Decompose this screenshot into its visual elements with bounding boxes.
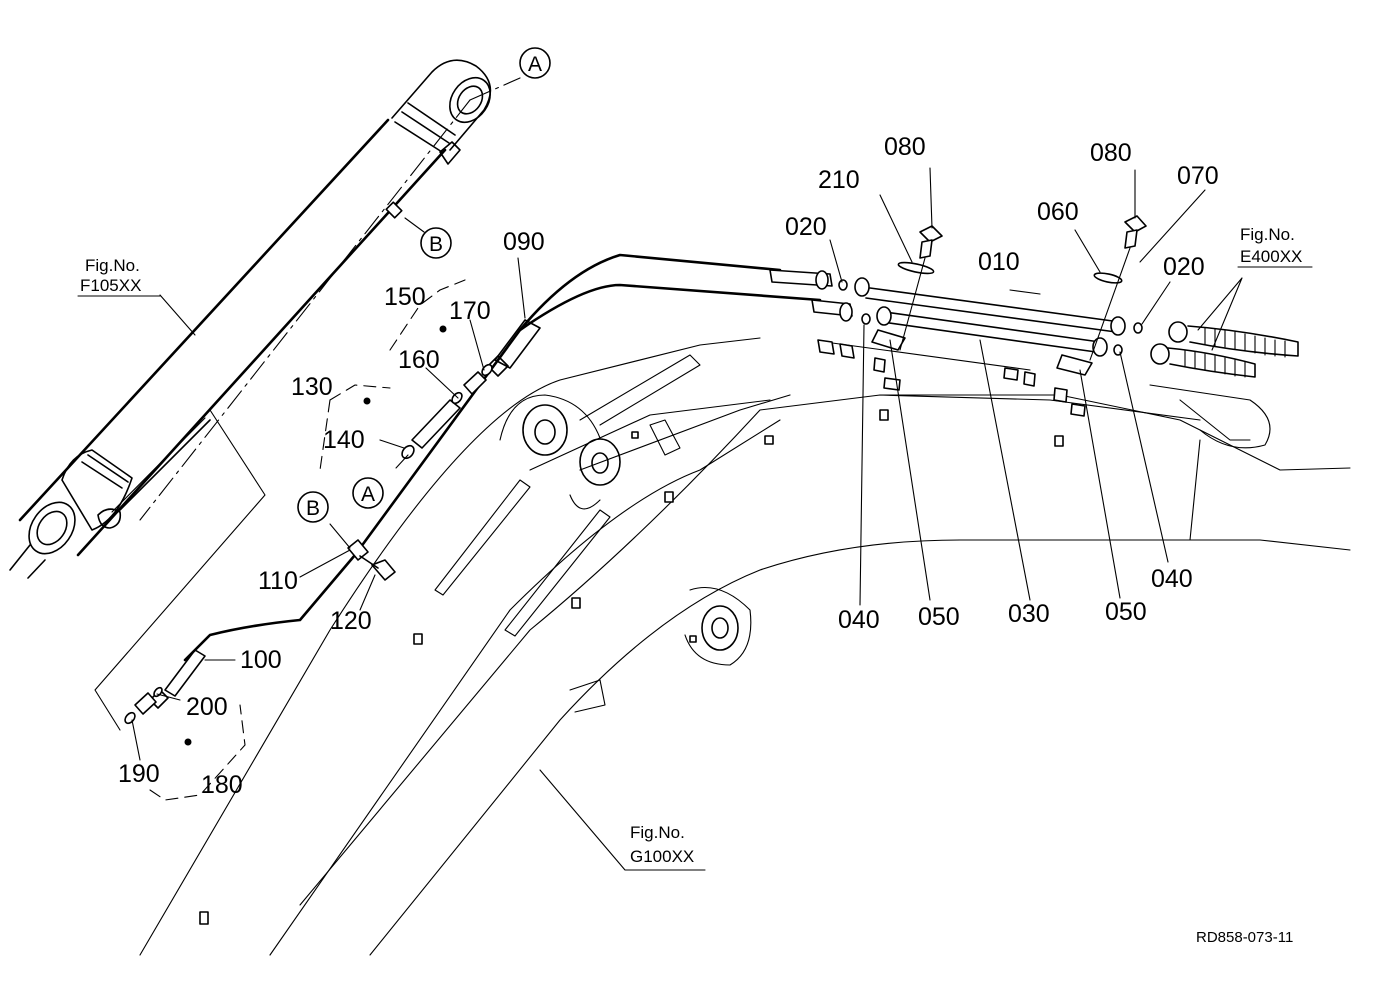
- figref-e400-line1: Fig.No.: [1240, 225, 1295, 244]
- label-180: 180: [201, 771, 243, 799]
- label-020-left: 020: [785, 213, 827, 241]
- label-190: 190: [118, 760, 160, 788]
- label-120: 120: [330, 607, 372, 635]
- label-090: 090: [503, 228, 545, 256]
- pipe-010-030: [769, 269, 1299, 378]
- boom: [139, 337, 1351, 956]
- label-080-right: 080: [1090, 139, 1132, 167]
- label-010: 010: [978, 248, 1020, 276]
- label-050-right: 050: [1105, 598, 1147, 626]
- label-050-left: 050: [918, 603, 960, 631]
- bracket-150: [389, 279, 466, 351]
- figref-f105-line1: Fig.No.: [85, 256, 140, 275]
- fitting-110-120: [347, 539, 396, 581]
- boom-cylinder: [9, 59, 492, 579]
- label-030: 030: [1008, 600, 1050, 628]
- figref-g100-line2: G100XX: [630, 847, 694, 866]
- bracket-180: [149, 704, 246, 801]
- label-130: 130: [291, 373, 333, 401]
- label-060: 060: [1037, 198, 1079, 226]
- callout-b-mid: B: [297, 491, 329, 523]
- label-070: 070: [1177, 162, 1219, 190]
- callout-a-top-text: A: [528, 53, 542, 76]
- figref-e400: Fig.No. E400XX: [1237, 225, 1313, 268]
- callout-a-top: A: [519, 47, 551, 79]
- leader-lines: [131, 167, 1243, 761]
- callout-b-top: B: [420, 227, 452, 259]
- label-160: 160: [398, 346, 440, 374]
- label-200: 200: [186, 693, 228, 721]
- centerline-a: [469, 77, 521, 101]
- label-210: 210: [818, 166, 860, 194]
- label-110: 110: [258, 567, 298, 595]
- fitting-130-170: [363, 325, 493, 460]
- label-040-left: 040: [838, 606, 880, 634]
- bracket-130b: [319, 399, 331, 471]
- drawing-code: RD858-073-11: [1196, 929, 1293, 946]
- bracket-130: [329, 384, 391, 401]
- callout-b-mid-text: B: [306, 497, 320, 520]
- label-040-right: 040: [1151, 565, 1193, 593]
- label-170: 170: [449, 297, 491, 325]
- figref-f105-line2: F105XX: [80, 276, 141, 295]
- label-020-right: 020: [1163, 253, 1205, 281]
- label-140: 140: [323, 426, 365, 454]
- callout-b-top-text: B: [429, 233, 443, 256]
- label-080-left: 080: [884, 133, 926, 161]
- clamps: [871, 215, 1147, 417]
- figref-g100-line1: Fig.No.: [630, 823, 685, 842]
- f105-box-line: [94, 409, 266, 731]
- figref-g100: Fig.No. G100XX: [630, 823, 694, 866]
- figref-e400-line2: E400XX: [1240, 247, 1302, 266]
- fitting-180-200: [124, 686, 192, 746]
- f105-leader: [159, 294, 196, 336]
- callout-a-mid-text: A: [361, 483, 375, 506]
- callout-a-mid: A: [352, 477, 384, 509]
- g100-leader: [539, 769, 706, 871]
- figref-f105: Fig.No. F105XX: [77, 256, 161, 297]
- label-150: 150: [384, 283, 426, 311]
- label-100: 100: [240, 646, 282, 674]
- hose-route: [149, 253, 822, 709]
- centerline-b: [139, 99, 471, 521]
